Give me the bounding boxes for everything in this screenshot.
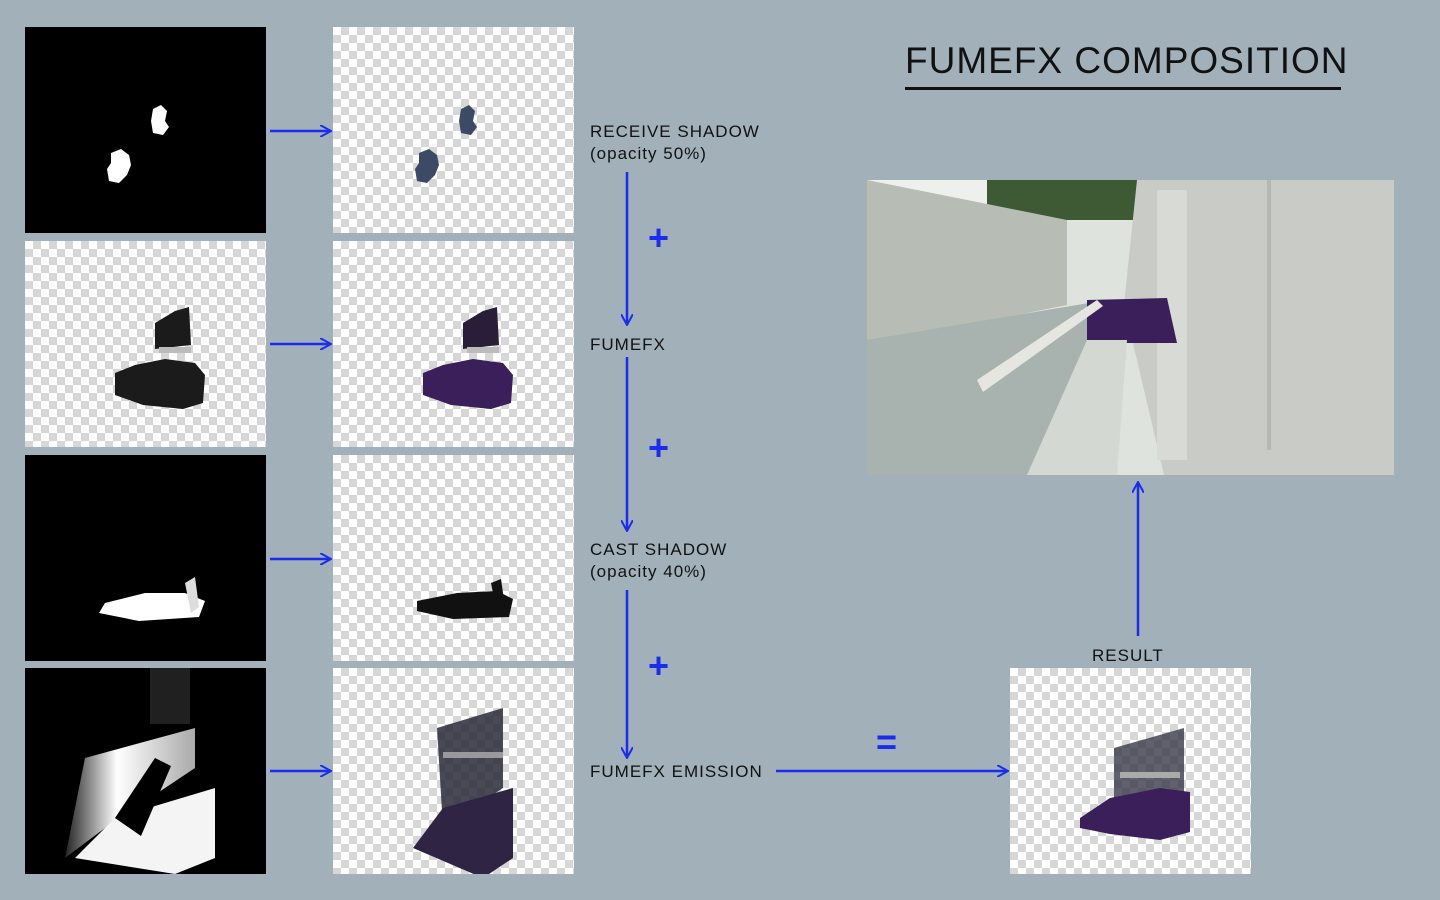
pass-fumefx	[333, 241, 574, 447]
plus-operator: +	[648, 645, 670, 686]
plus-operator: +	[648, 217, 670, 258]
pass-emission	[333, 668, 574, 874]
emission-label: FUMEFX EMISSION	[590, 762, 763, 781]
receive-shadow-opacity: (opacity 50%)	[590, 144, 707, 163]
cast-shadow-opacity: (opacity 40%)	[590, 562, 707, 581]
pass-cast-shadow	[333, 455, 574, 661]
alpha-fumefx	[25, 241, 266, 447]
result-label: RESULT	[1092, 646, 1164, 665]
final-render	[867, 180, 1394, 475]
equals-operator: =	[876, 721, 898, 762]
page-title: FUMEFX COMPOSITION	[905, 40, 1349, 81]
mask-receive-shadow	[25, 27, 266, 233]
title-underline	[905, 87, 1341, 90]
fumefx-label: FUMEFX	[590, 335, 666, 354]
plus-operator: +	[648, 427, 670, 468]
mask-emission	[25, 668, 266, 874]
mask-cast-shadow	[25, 455, 266, 661]
pass-receive-shadow	[333, 27, 574, 233]
receive-shadow-label: RECEIVE SHADOW	[590, 122, 760, 141]
result-composite	[1010, 668, 1251, 874]
cast-shadow-label: CAST SHADOW	[590, 540, 728, 559]
